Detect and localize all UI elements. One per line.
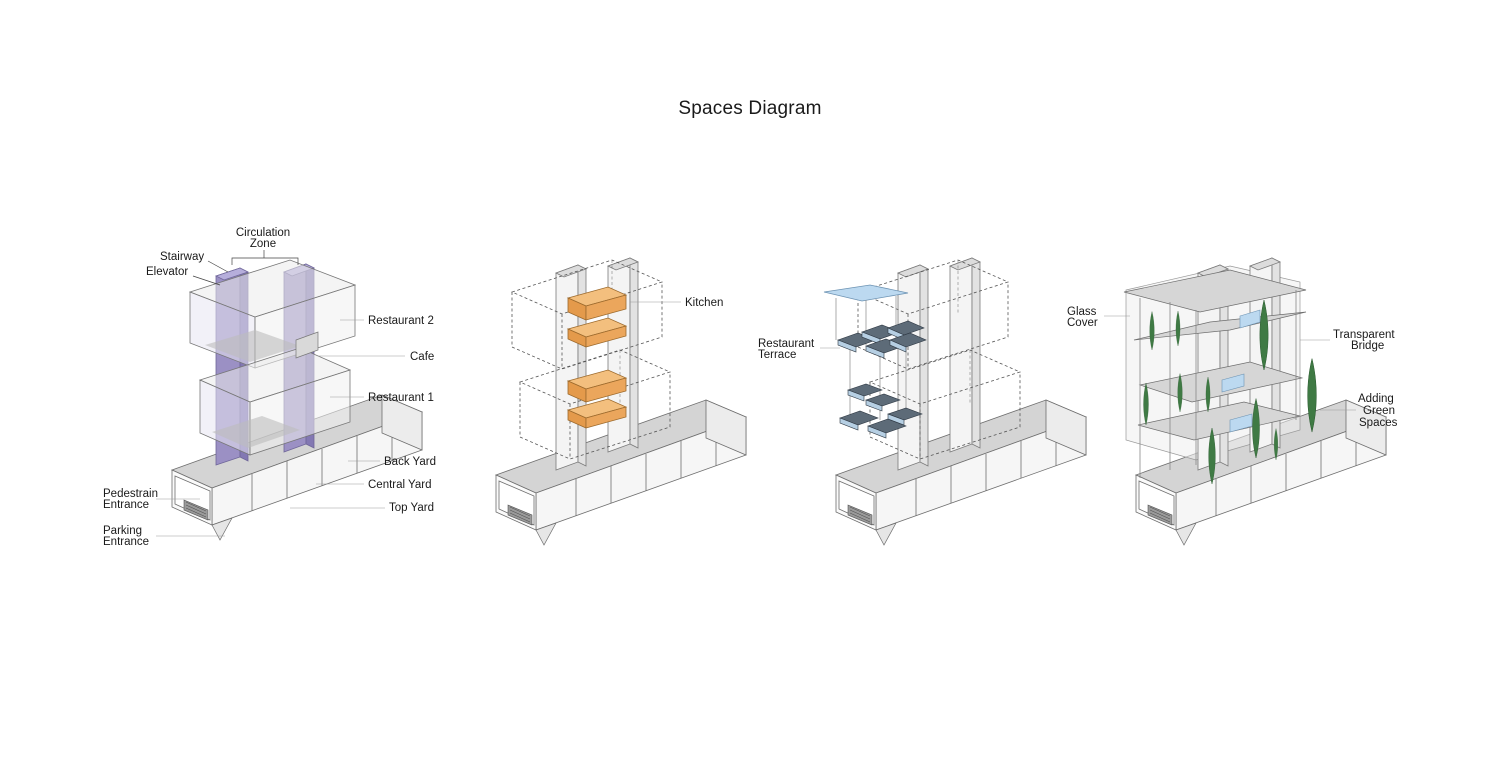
label-adding-green-2: Green: [1363, 405, 1395, 417]
kitchen-diagram: Kitchen: [495, 257, 747, 546]
kitchen-box: [566, 286, 628, 321]
label-stairway: Stairway: [160, 251, 204, 263]
label-pedestrian-entrance-2: Entrance: [103, 499, 149, 511]
cafe-volume: [295, 331, 319, 359]
label-top-yard: Top Yard: [389, 502, 434, 514]
transparent-bridge: [1229, 413, 1253, 433]
label-parking-entrance-1: Parking: [103, 525, 142, 537]
label-restaurant-terrace-1: Restaurant: [758, 338, 815, 350]
label-restaurant-1: Restaurant 1: [368, 392, 434, 404]
terrace-lower: [839, 383, 923, 439]
kitchen-box: [566, 317, 628, 348]
label-restaurant-terrace-2: Terrace: [758, 349, 796, 361]
kitchen-box: [566, 369, 628, 403]
label-transparent-bridge-1: Transparent: [1333, 329, 1395, 341]
kitchen-box: [566, 398, 628, 429]
transparent-bridge: [1221, 373, 1245, 393]
label-parking-entrance-2: Entrance: [103, 536, 149, 548]
transparent-bridge: [1239, 309, 1261, 329]
label-central-yard: Central Yard: [368, 479, 432, 491]
label-circulation-zone-2: Zone: [250, 238, 276, 250]
label-adding-green-1: Adding: [1358, 393, 1394, 405]
label-circulation-zone-1: Circulation: [236, 227, 290, 239]
diagram-title: Spaces Diagram: [678, 98, 822, 119]
label-glass-cover-2: Cover: [1067, 317, 1098, 329]
circulation-diagram: Circulation Zone Stairway Elevator Resta…: [103, 227, 436, 548]
label-elevator: Elevator: [146, 266, 188, 278]
green-diagram: Glass Cover Transparent Bridge Adding Gr…: [1067, 257, 1398, 546]
glass-roof: [823, 284, 909, 302]
terrace-upper: [837, 320, 927, 359]
label-back-yard: Back Yard: [384, 456, 436, 468]
label-transparent-bridge-2: Bridge: [1351, 340, 1384, 352]
label-adding-green-3: Spaces: [1359, 417, 1398, 429]
label-restaurant-2: Restaurant 2: [368, 315, 434, 327]
label-pedestrian-entrance-1: Pedestrain: [103, 488, 158, 500]
label-kitchen: Kitchen: [685, 297, 723, 309]
terrace-diagram: Restaurant Terrace: [758, 257, 1087, 546]
label-glass-cover-1: Glass: [1067, 306, 1097, 318]
label-cafe: Cafe: [410, 351, 434, 363]
